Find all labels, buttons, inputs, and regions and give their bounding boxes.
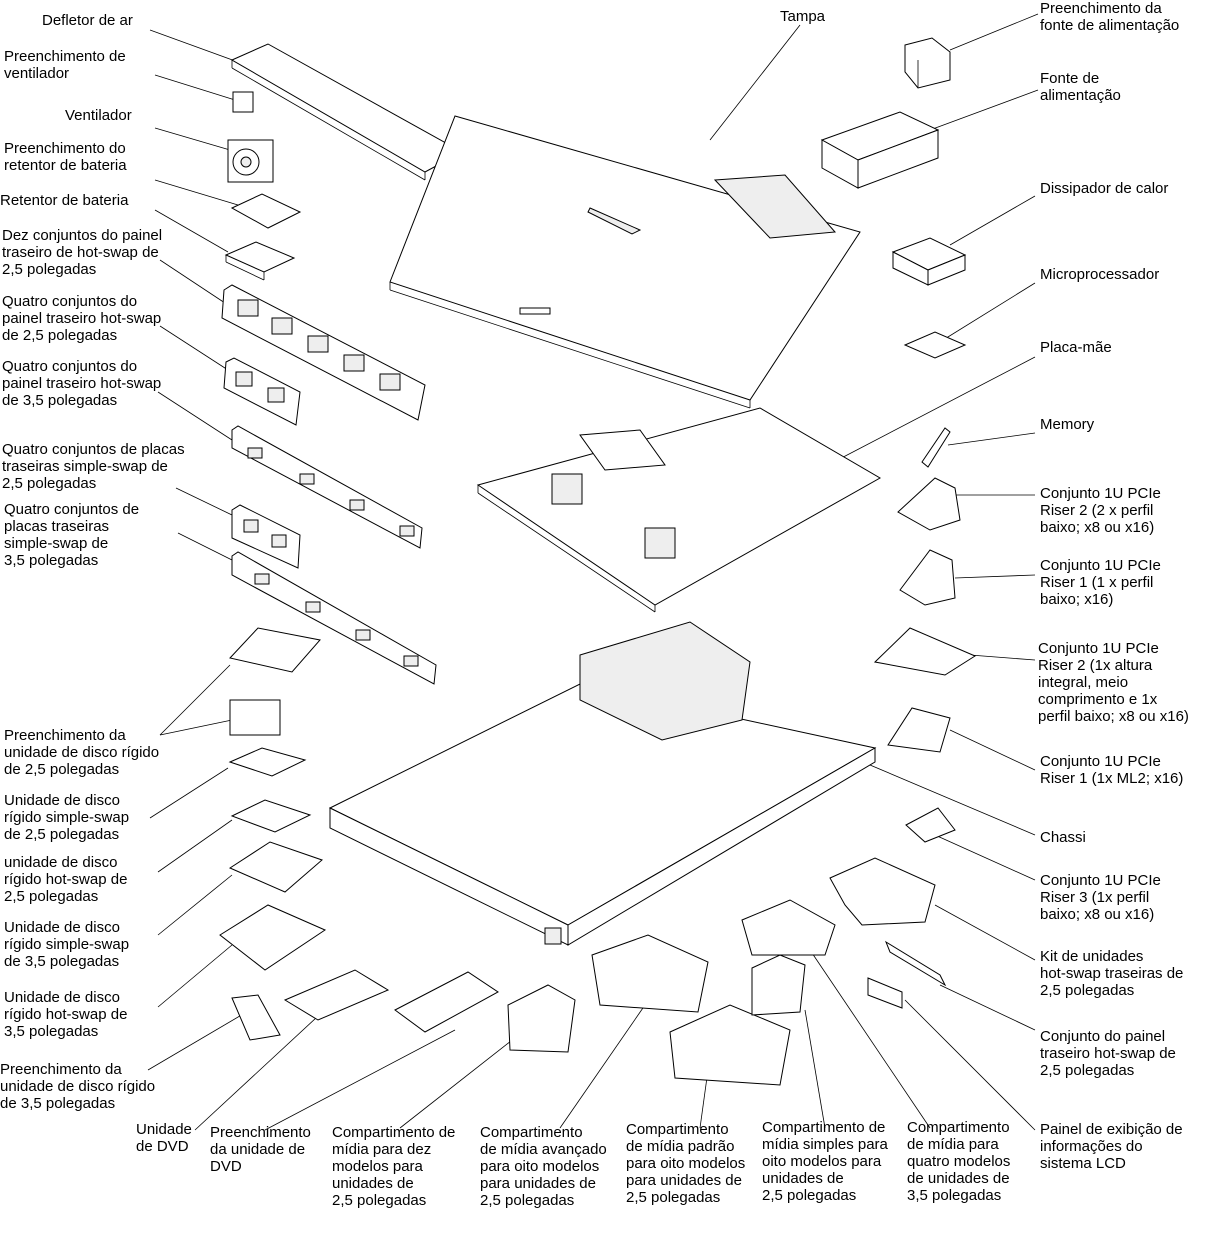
label-four-simple-3-5: Quatro conjuntos de placas traseiras sim… (4, 501, 140, 569)
fan-filler (232, 91, 254, 113)
label-hdd-simple-2-5: Unidade de disco rígido simple-swap de 2… (4, 792, 130, 843)
rear-backplane-2-5 (884, 940, 947, 987)
hdd-filler-2-5-a (229, 627, 321, 673)
hdd-hot-swap-2-5 (230, 799, 312, 833)
label-riser1-b: Conjunto 1U PCIe Riser 1 (1x ML2; x16) (1040, 753, 1184, 787)
label-battery-retainer-filler: Preenchimento do retentor de bateria (4, 140, 127, 174)
battery-retainer (224, 241, 296, 281)
label-system-board: Placa-mãe (1040, 339, 1112, 356)
label-fan-filler: Preenchimento de ventilador (4, 48, 126, 82)
media-cage-simple (751, 954, 806, 1016)
riser2-cage-b (873, 627, 977, 676)
rear-drive-kit (829, 857, 936, 926)
psu-filler (904, 37, 951, 89)
label-rear-drive-kit: Kit de unidades hot-swap traseiras de 2,… (1040, 948, 1184, 999)
label-riser1-a: Conjunto 1U PCIe Riser 1 (1 x perfil bai… (1040, 557, 1161, 608)
label-lcd-panel: Painel de exibição de informações do sis… (1040, 1121, 1183, 1172)
label-media-cage-four: Compartimento de mídia para quatro model… (907, 1119, 1011, 1204)
dvd-drive (283, 969, 390, 1021)
label-hdd-filler-2-5: Preenchimento da unidade de disco rígido… (4, 727, 160, 778)
label-riser3: Conjunto 1U PCIe Riser 3 (1x perfil baix… (1040, 872, 1161, 923)
four-3-5-backplane (231, 425, 423, 549)
label-dvd: Unidade de DVD (136, 1121, 192, 1155)
label-chassis: Chassi (1040, 829, 1086, 846)
four-2-5-backplane (223, 357, 301, 426)
media-cage-advanced (591, 934, 709, 1013)
label-riser2-b: Conjunto 1U PCIe Riser 2 (1x altura inte… (1038, 640, 1189, 725)
media-cage-ten (507, 984, 576, 1053)
system-board (476, 407, 882, 613)
label-hdd-simple-3-5: Unidade de disco rígido simple-swap de 3… (4, 919, 130, 970)
label-four-3-5-backplane: Quatro conjuntos do painel traseiro hot-… (2, 358, 162, 409)
label-fan: Ventilador (65, 107, 132, 124)
label-four-2-5-backplane: Quatro conjuntos do painel traseiro hot-… (2, 293, 162, 344)
ten-drive-backplane (221, 284, 426, 421)
battery-retainer-filler (230, 193, 302, 229)
label-four-simple-2-5: Quatro conjuntos de placas traseiras sim… (2, 441, 185, 492)
label-media-cage-advanced: Compartimento de mídia avançado para oit… (480, 1124, 607, 1209)
dvd-filler (394, 971, 499, 1033)
lcd-panel (867, 977, 903, 1009)
hdd-filler-2-5-b (229, 699, 281, 736)
hdd-simple-swap-3-5 (228, 841, 323, 893)
label-hdd-filler-3-5: Preenchimento da unidade de disco rígido… (0, 1061, 156, 1112)
four-simple-swap-3-5-backplane (231, 551, 437, 685)
label-hdd-hot-3-5: Unidade de disco rígido hot-swap de 3,5 … (4, 989, 128, 1040)
hdd-hot-swap-3-5 (219, 904, 327, 971)
label-heat-sink: Dissipador de calor (1040, 180, 1169, 197)
hdd-simple-swap-2-5 (228, 747, 307, 777)
riser1-cage-a (899, 549, 956, 606)
riser3-cage (905, 807, 956, 843)
riser1-cage-b (887, 707, 951, 753)
memory-dimm (921, 427, 951, 468)
label-riser2-a: Conjunto 1U PCIe Riser 2 (2 x perfil bai… (1040, 485, 1161, 536)
top-cover (389, 115, 861, 409)
label-cover: Tampa (780, 8, 826, 25)
media-cage-standard (669, 1004, 791, 1086)
label-microprocessor: Microprocessador (1040, 266, 1160, 283)
label-media-cage-standard: Compartimento de mídia padrão para oito … (626, 1121, 746, 1206)
label-dvd-filler: Preenchimento da unidade de DVD (210, 1124, 311, 1175)
label-ten-backplane: Dez conjuntos do painel traseiro de hot-… (2, 227, 163, 278)
power-supply (820, 111, 940, 189)
media-cage-four (741, 899, 836, 956)
heat-sink (891, 237, 967, 286)
riser2-cage-a (897, 477, 961, 531)
label-media-cage-simple: Compartimento de mídia simples para oito… (762, 1119, 888, 1204)
label-power-supply: Fonte de alimentação (1040, 70, 1121, 104)
label-memory: Memory (1040, 416, 1095, 433)
label-air-baffle: Defletor de ar (42, 12, 133, 29)
label-hdd-hot-2-5: unidade de disco rígido hot-swap de 2,5 … (4, 854, 128, 905)
label-battery-retainer: Retentor de bateria (0, 192, 129, 209)
hdd-filler-3-5 (231, 994, 281, 1041)
fan (227, 139, 274, 183)
label-psu-filler: Preenchimento da fonte de alimentação (1040, 0, 1180, 34)
label-media-cage-ten: Compartimento de mídia para dez modelos … (332, 1124, 456, 1209)
four-simple-swap-2-5-backplane (231, 504, 301, 569)
chassis (328, 621, 877, 946)
microprocessor (903, 331, 967, 359)
label-rear-backplane: Conjunto do painel traseiro hot-swap de … (1040, 1028, 1176, 1079)
